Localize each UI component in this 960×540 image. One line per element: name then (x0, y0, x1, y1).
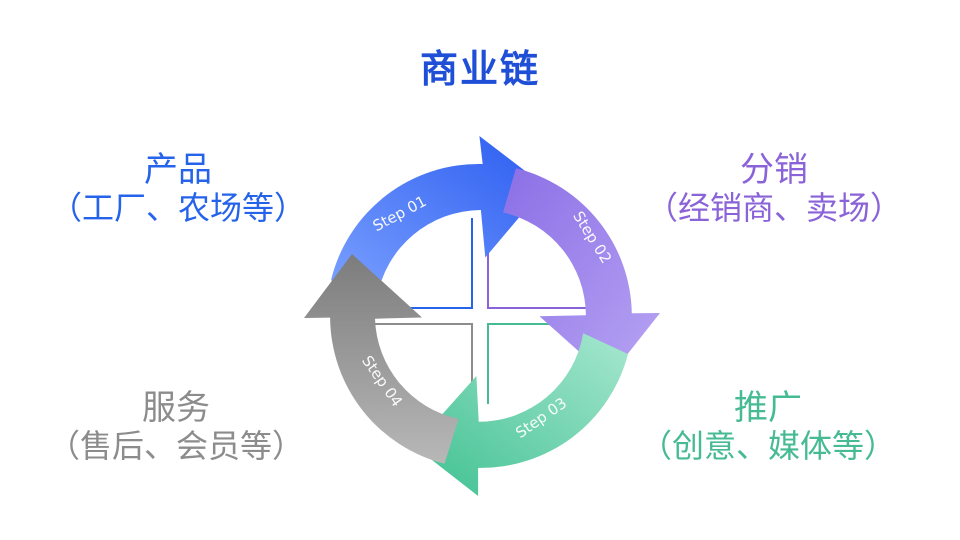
promotion-detail: （创意、媒体等） (639, 427, 896, 466)
distribution-detail: （经销商、卖场） (645, 189, 902, 228)
service-detail: （售后、会员等） (47, 427, 304, 466)
service-label: 服务 （售后、会员等） (16, 388, 336, 466)
arrow-step-01 (331, 136, 546, 298)
product-detail: （工厂、农场等） (49, 189, 306, 228)
arrow-step-02 (503, 168, 660, 378)
arrow-step-03 (414, 333, 628, 496)
promotion-label: 推广 （创意、媒体等） (608, 388, 928, 466)
promotion-title: 推广 (734, 388, 802, 428)
service-title: 服务 (142, 388, 210, 428)
product-title: 产品 (144, 150, 212, 190)
product-label: 产品 （工厂、农场等） (18, 150, 338, 228)
diagram-title: 商业链 (419, 47, 540, 91)
distribution-title: 分销 (740, 150, 808, 190)
quadrant-outline-service (372, 323, 473, 404)
arrow-step-04 (304, 254, 459, 464)
distribution-label: 分销 （经销商、卖场） (614, 150, 934, 228)
